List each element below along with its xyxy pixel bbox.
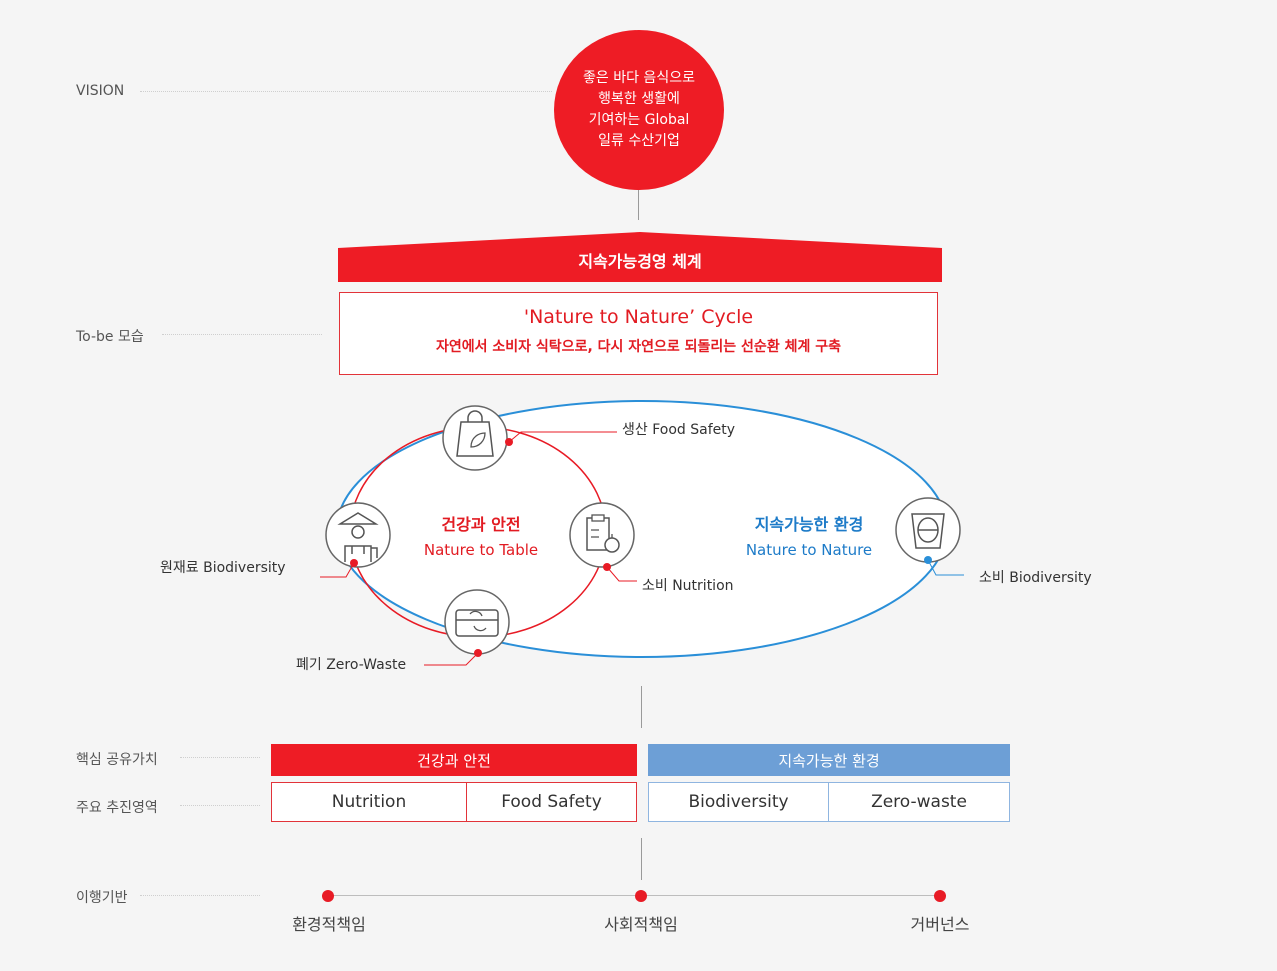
foundation-line	[328, 895, 940, 896]
foundation-dot	[934, 890, 946, 902]
bag-icon	[442, 405, 508, 471]
clipboard-apple-icon	[569, 502, 635, 568]
value-bar-sustainable-env: 지속가능한 환경	[648, 744, 1010, 776]
area-nutrition: Nutrition	[271, 782, 467, 822]
area-food-safety: Food Safety	[466, 782, 637, 822]
divider	[180, 757, 260, 758]
foundation-environment: 환경적책임	[292, 915, 366, 934]
nature-to-table-label: 건강과 안전 Nature to Table	[423, 515, 539, 559]
area-biodiversity: Biodiversity	[648, 782, 829, 822]
leader-line	[606, 566, 637, 582]
callout-waste: 폐기 Zero-Waste	[296, 657, 407, 673]
cup-icon	[895, 497, 961, 563]
row-label-vision: VISION	[76, 83, 125, 99]
divider	[180, 805, 260, 806]
row-label-tobe: To-be 모습	[76, 329, 144, 345]
system-title: 지속가능경영 체계	[578, 252, 702, 271]
leader-line	[508, 431, 617, 443]
farmer-icon	[325, 502, 391, 568]
foundation-governance: 거버넌스	[910, 915, 970, 934]
callout-consume-biodiversity: 소비 Biodiversity	[979, 570, 1092, 586]
divider	[162, 334, 322, 335]
connector-line	[641, 838, 642, 880]
leader-line	[320, 562, 355, 578]
foundation-dot	[635, 890, 647, 902]
vision-circle: 좋은 바다 음식으로 행복한 생활에 기여하는 Global 일류 수산기업	[554, 30, 724, 190]
vision-text: 좋은 바다 음식으로 행복한 생활에 기여하는 Global 일류 수산기업	[583, 70, 695, 149]
connector-line	[641, 686, 642, 728]
callout-raw-material: 원재료 Biodiversity	[160, 560, 286, 576]
tobe-subtitle: 자연에서 소비자 식탁으로, 다시 자연으로 되돌리는 선순환 체계 구축	[436, 339, 841, 355]
foundation-social: 사회적책임	[604, 915, 678, 934]
row-label-focus-area: 주요 추진영역	[76, 800, 158, 816]
system-roof	[338, 232, 942, 282]
value-bar-health-safety: 건강과 안전	[271, 744, 637, 776]
callout-production: 생산 Food Safety	[622, 422, 736, 438]
recycle-box-icon	[444, 589, 510, 655]
divider	[140, 895, 260, 896]
tobe-title: 'Nature to Nature’ Cycle	[523, 306, 754, 328]
callout-consume-nutrition: 소비 Nutrition	[642, 578, 734, 594]
connector-line	[638, 190, 639, 220]
row-label-core-value: 핵심 공유가치	[76, 752, 158, 768]
row-label-foundation: 이행기반	[76, 890, 128, 906]
divider	[140, 91, 552, 92]
area-zero-waste: Zero-waste	[828, 782, 1010, 822]
leader-line	[424, 652, 479, 666]
leader-line	[927, 559, 964, 576]
foundation-dot	[322, 890, 334, 902]
nature-to-nature-label: 지속가능한 환경 Nature to Nature	[745, 515, 873, 559]
tobe-box: 'Nature to Nature’ Cycle 자연에서 소비자 식탁으로, …	[339, 292, 938, 375]
